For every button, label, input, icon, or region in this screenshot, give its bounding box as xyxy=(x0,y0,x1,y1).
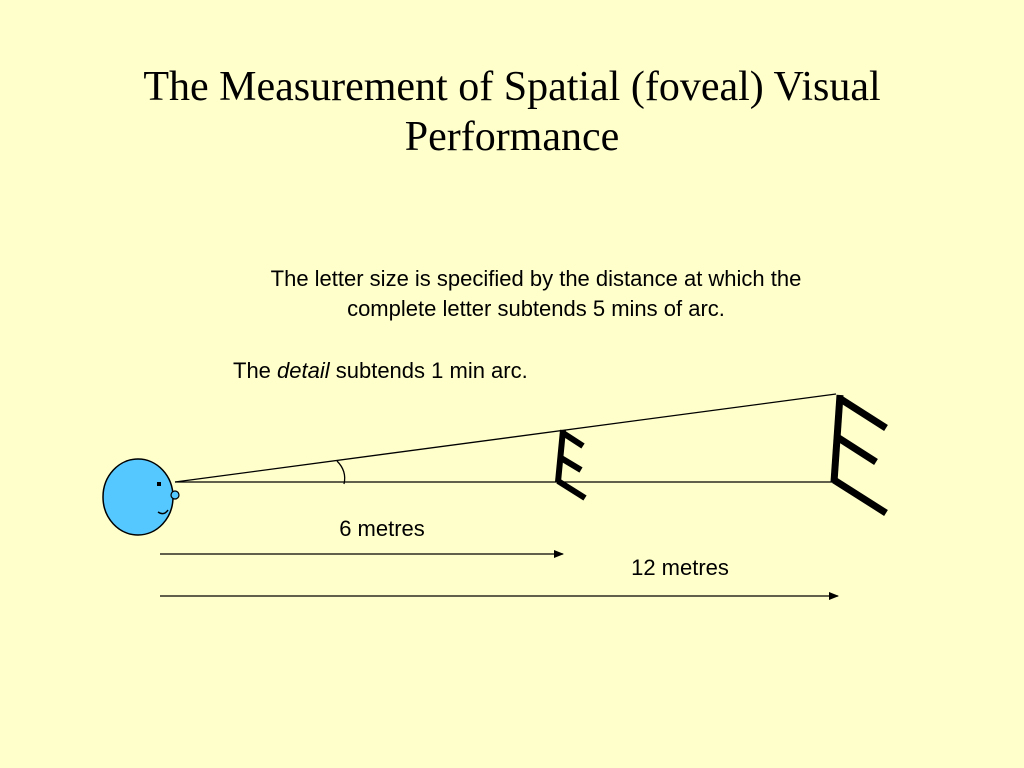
mouth-icon xyxy=(157,509,169,515)
detail-prefix: The xyxy=(233,358,278,383)
detail-statement: The detail subtends 1 min arc. xyxy=(233,356,528,386)
letter-size-description: The letter size is specified by the dist… xyxy=(200,264,872,324)
label-6-metres: 6 metres xyxy=(339,516,425,541)
detail-suffix: subtends 1 min arc. xyxy=(329,358,528,383)
description-line-1: The letter size is specified by the dist… xyxy=(270,266,802,291)
title-line-1: The Measurement of Spatial (foveal) Visu… xyxy=(143,64,881,110)
letter-e-small-icon xyxy=(555,429,587,501)
title-line-2: Performance xyxy=(404,114,620,160)
detail-emphasis: detail xyxy=(277,358,330,383)
slide-title: The Measurement of Spatial (foveal) Visu… xyxy=(60,62,964,162)
eye-icon xyxy=(157,482,161,486)
description-line-2: complete letter subtends 5 mins of arc. xyxy=(347,296,725,321)
label-12-metres: 12 metres xyxy=(631,555,729,580)
visual-angle-arc xyxy=(336,460,346,485)
viewer-head xyxy=(102,458,180,536)
upper-sight-line xyxy=(174,393,837,483)
head-circle xyxy=(102,458,174,536)
nose-icon xyxy=(170,490,180,500)
letter-e-large-icon xyxy=(830,394,888,516)
